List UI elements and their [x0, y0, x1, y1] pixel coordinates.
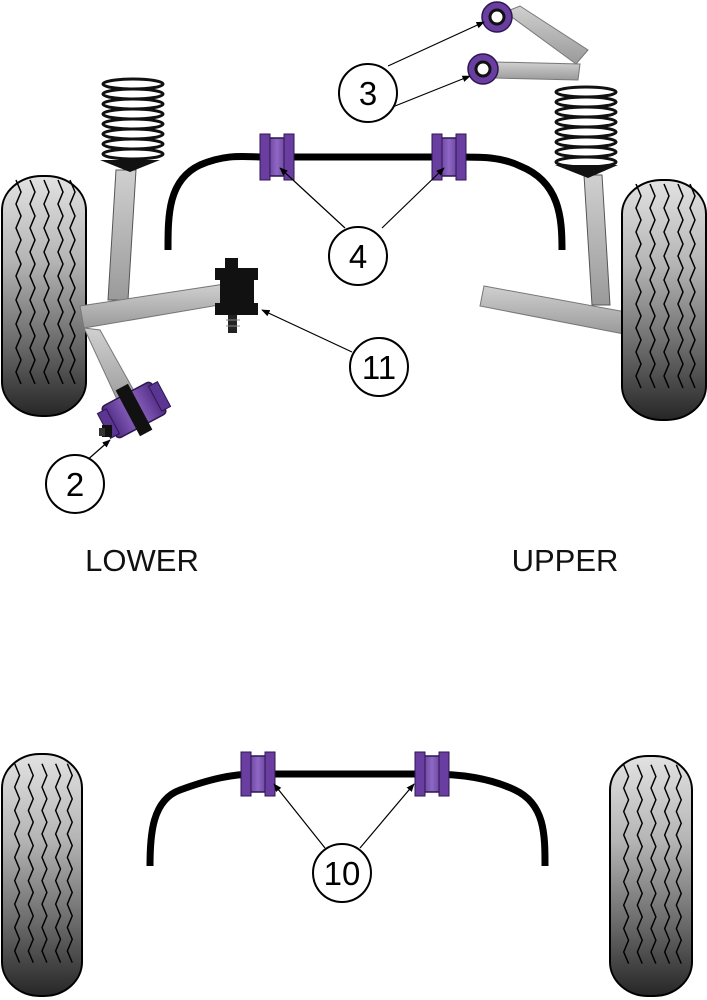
callout-11: 11	[349, 337, 409, 397]
tyre-icon	[1, 753, 83, 997]
callout-3: 3	[338, 63, 398, 123]
bushing-icon	[96, 381, 172, 439]
strut-left	[100, 160, 160, 301]
tyre-icon	[1, 175, 87, 417]
bushing-icon	[215, 258, 258, 333]
callout-label: 4	[349, 238, 367, 275]
callout-label: 11	[362, 349, 396, 386]
label-lower: LOWER	[85, 543, 199, 578]
upper-arm-top	[494, 5, 589, 81]
arrows-rear	[273, 783, 415, 849]
callout-10: 10	[312, 843, 372, 903]
bushing-icon	[240, 751, 276, 797]
strut-right	[555, 165, 618, 306]
coil-spring-icon	[101, 77, 165, 161]
tyre-icon	[609, 755, 693, 997]
bushing-icon	[414, 751, 450, 797]
bushing-icon	[467, 1, 513, 85]
callout-2: 2	[45, 454, 105, 514]
callout-label: 2	[66, 466, 84, 503]
bushing-icon	[431, 133, 467, 181]
callout-label: 3	[359, 75, 377, 112]
anti-roll-bar-front	[164, 152, 566, 251]
bushing-icon	[259, 133, 295, 181]
coil-spring-icon	[554, 85, 618, 169]
label-upper: UPPER	[512, 543, 619, 578]
bolt-icon	[99, 425, 112, 437]
callout-4: 4	[328, 226, 388, 286]
callout-label: 10	[324, 855, 361, 892]
tyre-icon	[621, 179, 707, 421]
